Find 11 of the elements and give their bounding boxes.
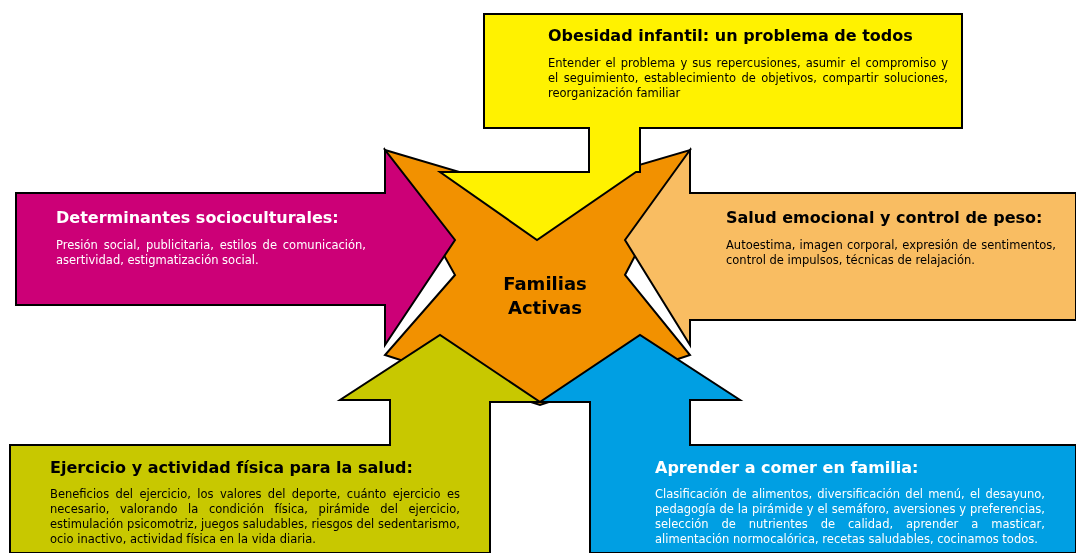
section-description: Clasificación de alimentos, diversificación del menú, el desayuno, pedagogía de la pirámide y el semáforo, aversiones y preferencias, selección de nutrientes de calidad, aprender a masticar, alimentación normocalórica, recetas saludables, cocinamos todos.: [655, 487, 1045, 547]
section-heading: Salud emocional y control de peso:: [726, 208, 1044, 228]
section-description: Beneficios del ejercicio, los valores del deporte, cuánto ejercicio es necesario, valorando la condición física, pirámide del ejercicio, estimulación psicomotriz, juegos saludables, riesgos del sedentarismo, ocio inactivo, actividad física en la vida diaria.: [50, 487, 460, 547]
section-description: Autoestima, imagen corporal, expresión de sentimentos, control de impulsos, técnicas de relajación.: [726, 238, 1056, 268]
section-heading: Aprender a comer en familia:: [655, 458, 920, 478]
section-description: Presión social, publicitaria, estilos de comunicación, asertividad, estigmatización social.: [56, 238, 366, 268]
section-description: Entender el problema y sus repercusiones, asumir el compromiso y el seguimiento, establecimiento de objetivos, compartir soluciones, reorganización familiar: [548, 56, 948, 101]
section-heading: Obesidad infantil: un problema de todos: [548, 26, 914, 46]
section-heading: Ejercicio y actividad física para la salud:: [50, 458, 414, 478]
section-heading: Determinantes socioculturales:: [56, 208, 340, 228]
center-title: Familias Activas: [502, 272, 588, 320]
